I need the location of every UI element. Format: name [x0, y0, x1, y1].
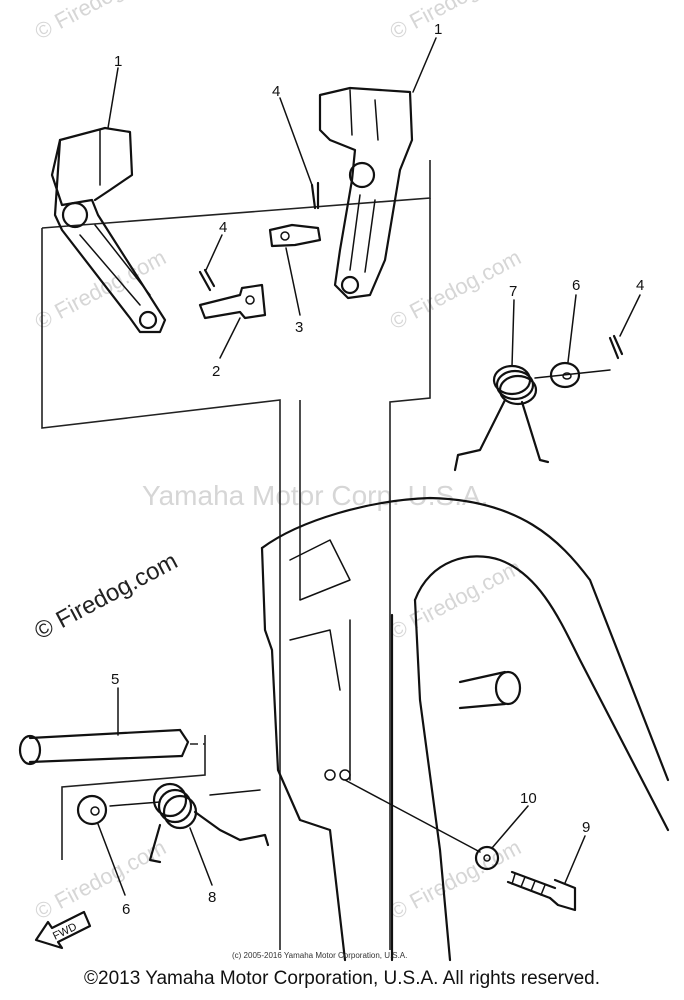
lower-group-outline [61, 735, 206, 860]
callout-1-left: 1 [114, 53, 122, 70]
leader-6-top [567, 294, 577, 363]
watermark-firedog-2: © Firedog.com [386, 0, 525, 44]
watermark-firedog-5: © Firedog.com [386, 554, 525, 644]
watermark-firedog-4: © Firedog.com [386, 244, 525, 334]
callout-4-mid: 4 [219, 219, 227, 236]
leader-10 [491, 805, 529, 849]
watermark-firedog-7: © Firedog.com [386, 834, 525, 924]
leader-8 [189, 827, 213, 886]
pin-part-2 [198, 283, 267, 320]
callout-6-bottom: 6 [122, 901, 130, 918]
cotter-pin-part-4-right [608, 334, 624, 360]
small-credit: (c) 2005-2016 Yamaha Motor Corporation, … [232, 951, 407, 960]
callout-1-right: 1 [434, 21, 442, 38]
mounting-frame [260, 496, 670, 962]
shaft-part-5 [18, 728, 205, 766]
axis-line-lower [109, 789, 261, 807]
copyright-notice: ©2013 Yamaha Motor Corporation, U.S.A. A… [84, 968, 600, 989]
nut-part-10 [474, 845, 500, 871]
leader-4-right [619, 294, 641, 337]
leader-6-bottom [97, 823, 126, 896]
leader-2 [219, 317, 241, 359]
callout-8: 8 [208, 889, 216, 906]
leader-4-mid [205, 234, 223, 271]
group-outline-right-2 [389, 198, 431, 950]
callout-3: 3 [295, 319, 303, 336]
watermark-firedog-1: © Firedog.com [31, 0, 170, 44]
leader-3 [285, 247, 301, 316]
watermark-firedog-6: © Firedog.com [31, 834, 170, 924]
leader-4-top [279, 97, 313, 186]
watermark-firedog-diagonal: © Firedog.com [30, 547, 182, 645]
callout-2: 2 [212, 363, 220, 380]
leader-9 [564, 835, 586, 884]
leader-1-right [412, 37, 437, 93]
callout-10: 10 [520, 790, 537, 807]
leader-1-left [107, 67, 119, 129]
pin-part-3 [268, 223, 322, 248]
callout-4-top: 4 [272, 83, 280, 100]
bolt-axis-line [344, 779, 481, 853]
callout-9: 9 [582, 819, 590, 836]
callout-5: 5 [111, 671, 119, 688]
callout-6-top: 6 [572, 277, 580, 294]
leader-7 [511, 299, 515, 367]
axis-line-spring [534, 369, 611, 379]
bracket-left-part-1 [50, 126, 167, 334]
callout-4-right: 4 [636, 277, 644, 294]
bolt-part-9 [506, 870, 577, 912]
callout-7: 7 [509, 283, 517, 300]
bracket-right-part-1 [318, 86, 414, 300]
washer-part-6-top [549, 361, 581, 389]
spring-part-7 [453, 364, 550, 472]
washer-part-6-bottom [76, 794, 108, 826]
group-outline [41, 228, 281, 950]
cotter-pin-part-4-top [310, 181, 320, 210]
spring-part-8 [148, 782, 270, 864]
cotter-pin-part-4-mid [198, 268, 216, 292]
watermark-yamaha-center: Yamaha Motor Corp. U.S.A. [142, 480, 489, 511]
